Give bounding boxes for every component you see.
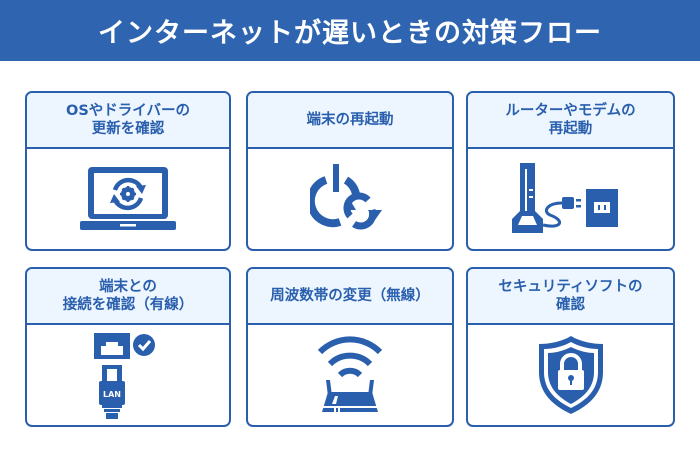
card-title: OSやドライバーの 更新を確認 [66,103,190,137]
card-header: OSやドライバーの 更新を確認 [27,93,229,149]
power-restart-icon [310,164,382,230]
card-body: LAN [27,325,229,425]
card-title: 周波数帯の変更（無線） [270,288,430,304]
card-wireless-frequency-change: 周波数帯の変更（無線） [246,267,454,427]
header-banner: インターネットが遅いときの対策フロー [0,0,700,61]
shield-lock-icon [538,336,603,414]
lan-label: LAN [103,390,121,399]
card-header: 周波数帯の変更（無線） [248,269,452,325]
laptop-update-icon [80,167,176,230]
modem-plug-outlet-icon [511,163,618,233]
card-wired-connection-check: 端末との 接続を確認（有線） LAN [25,267,231,427]
card-security-software-check: セキュリティソフトの 確認 [466,267,675,427]
card-title: 端末との 接続を確認（有線） [62,279,194,313]
card-title: セキュリティソフトの 確認 [498,279,643,313]
card-router-modem-restart: ルーターやモデムの 再起動 [466,91,675,251]
card-os-driver-update: OSやドライバーの 更新を確認 [25,91,231,251]
wifi-router-icon [317,336,383,412]
card-device-restart: 端末の再起動 [246,91,454,251]
card-header: 端末の再起動 [248,93,452,149]
card-body [468,325,673,425]
card-body [27,149,229,249]
card-body [468,149,673,249]
card-title: 端末の再起動 [306,112,394,128]
card-title: ルーターやモデムの 再起動 [505,103,636,137]
card-header: ルーターやモデムの 再起動 [468,93,673,149]
card-body [248,325,452,425]
card-body [248,149,452,249]
card-header: セキュリティソフトの 確認 [468,269,673,325]
card-header: 端末との 接続を確認（有線） [27,269,229,325]
lan-cable-check-icon: LAN [94,333,155,419]
page-title: インターネットが遅いときの対策フロー [98,18,602,49]
